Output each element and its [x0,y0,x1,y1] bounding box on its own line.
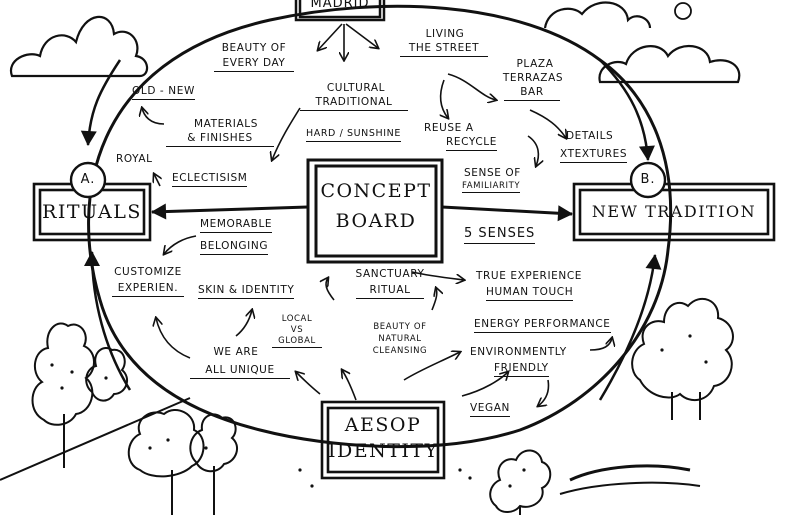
aesop-identity-box [320,400,446,480]
aesop-identity-label-line1: AESOP [344,414,422,436]
label-belonging: BELONGING [200,240,269,255]
badge-b-circle [629,161,667,199]
label-five-senses: 5 SENSES [464,226,536,244]
label-true-exp-1: TRUE EXPERIENCE [476,270,583,282]
label-local-1: LOCAL [281,314,313,324]
label-local-2: VS [290,325,304,335]
label-customize-1: CUSTOMIZE [114,266,182,278]
label-we-are-2: ALL UNIQUE [190,364,290,379]
label-royal: ROYAL [116,153,153,165]
concept-board-label-line2: BOARD [335,210,417,232]
label-true-exp-2: HUMAN TOUCH [486,286,574,301]
label-plaza-2: TERRAZAS [502,72,564,84]
arrow-concept-to-new-tradition [441,205,573,222]
trees-right-icon [489,297,734,515]
label-local-3: GLOBAL [272,336,322,348]
label-environment-1: ENVIRONMENTLY [470,346,567,358]
rituals-node-label: RITUALS [42,201,142,223]
label-skin-identity: SKIN & IDENTITY [198,284,295,299]
label-energy: ENERGY PERFORMANCE [474,318,611,333]
label-sense-1: SENSE OF [464,167,521,179]
label-hard-sunshine: HARD / SUNSHINE [306,127,401,142]
label-plaza-1: PLAZA [516,58,554,70]
madrid-node-label: MADRID [310,0,370,11]
concept-board-label-line1: CONCEPT [320,180,432,202]
label-customize-2: EXPERIEN. [112,282,184,297]
label-beauty-natural-1: BEAUTY OF [373,322,427,332]
label-cultural-2: TRADITIONAL [300,96,408,111]
label-reuse-2: RECYCLE [446,136,497,151]
label-materials-1: MATERIALS [194,118,258,130]
label-vegan: VEGAN [470,402,510,417]
label-old-new: OLD - NEW [132,85,195,100]
label-sanctuary-1: SANCTUARY [355,268,425,280]
new-tradition-node-label: NEW TRADITION [591,202,757,221]
label-beauty-every-day-2: EVERY DAY [214,57,294,72]
label-living-street-1: LIVING [425,28,465,40]
label-environment-2: FRIENDLY [494,362,549,377]
label-materials-2: & FINISHES [166,132,274,147]
madrid-box [294,0,386,22]
arrow-up-to-rituals [84,251,132,391]
trees-left-icon [0,322,239,515]
arrow-ellipse-to-new-tradition [599,59,655,161]
label-details-1: DETAILS [566,130,614,142]
label-beauty-natural-2: NATURAL [378,334,422,344]
label-cultural-1: CULTURAL [326,82,386,94]
label-sense-2: FAMILIARITY [462,181,521,193]
central-ellipse-shape [87,4,673,449]
arrow-concept-to-rituals [151,203,309,220]
badge-a-circle [69,161,107,199]
cloud-right-icon [543,1,741,84]
label-beauty-every-day-1: BEAUTY OF [221,42,287,54]
label-details-2: XTEXTURES [560,148,628,163]
arrow-ellipse-to-rituals [80,59,122,146]
label-eclecticism: ECLECTISISM [172,172,248,187]
arrow-up-to-new-tradition [598,254,662,401]
label-beauty-natural-3: CLEANSING [372,346,428,356]
concept-board-box [306,158,444,264]
label-reuse-1: REUSE A [424,122,474,134]
thin-arrows [142,23,612,406]
label-we-are-1: WE ARE [213,346,259,358]
label-sanctuary-2: RITUAL [356,284,424,299]
dots-texture [50,334,708,488]
label-living-street-2: THE STREET [400,42,488,57]
badge-a-label: A. [80,172,96,187]
badge-b-label: B. [640,172,656,187]
new-tradition-box [572,182,776,242]
cloud-left-icon [9,15,149,78]
aesop-identity-label-line2: IDENTITY [328,440,439,462]
label-plaza-3: BAR [504,86,560,101]
sun-icon [674,2,692,20]
label-memorable: MEMORABLE [200,218,273,233]
